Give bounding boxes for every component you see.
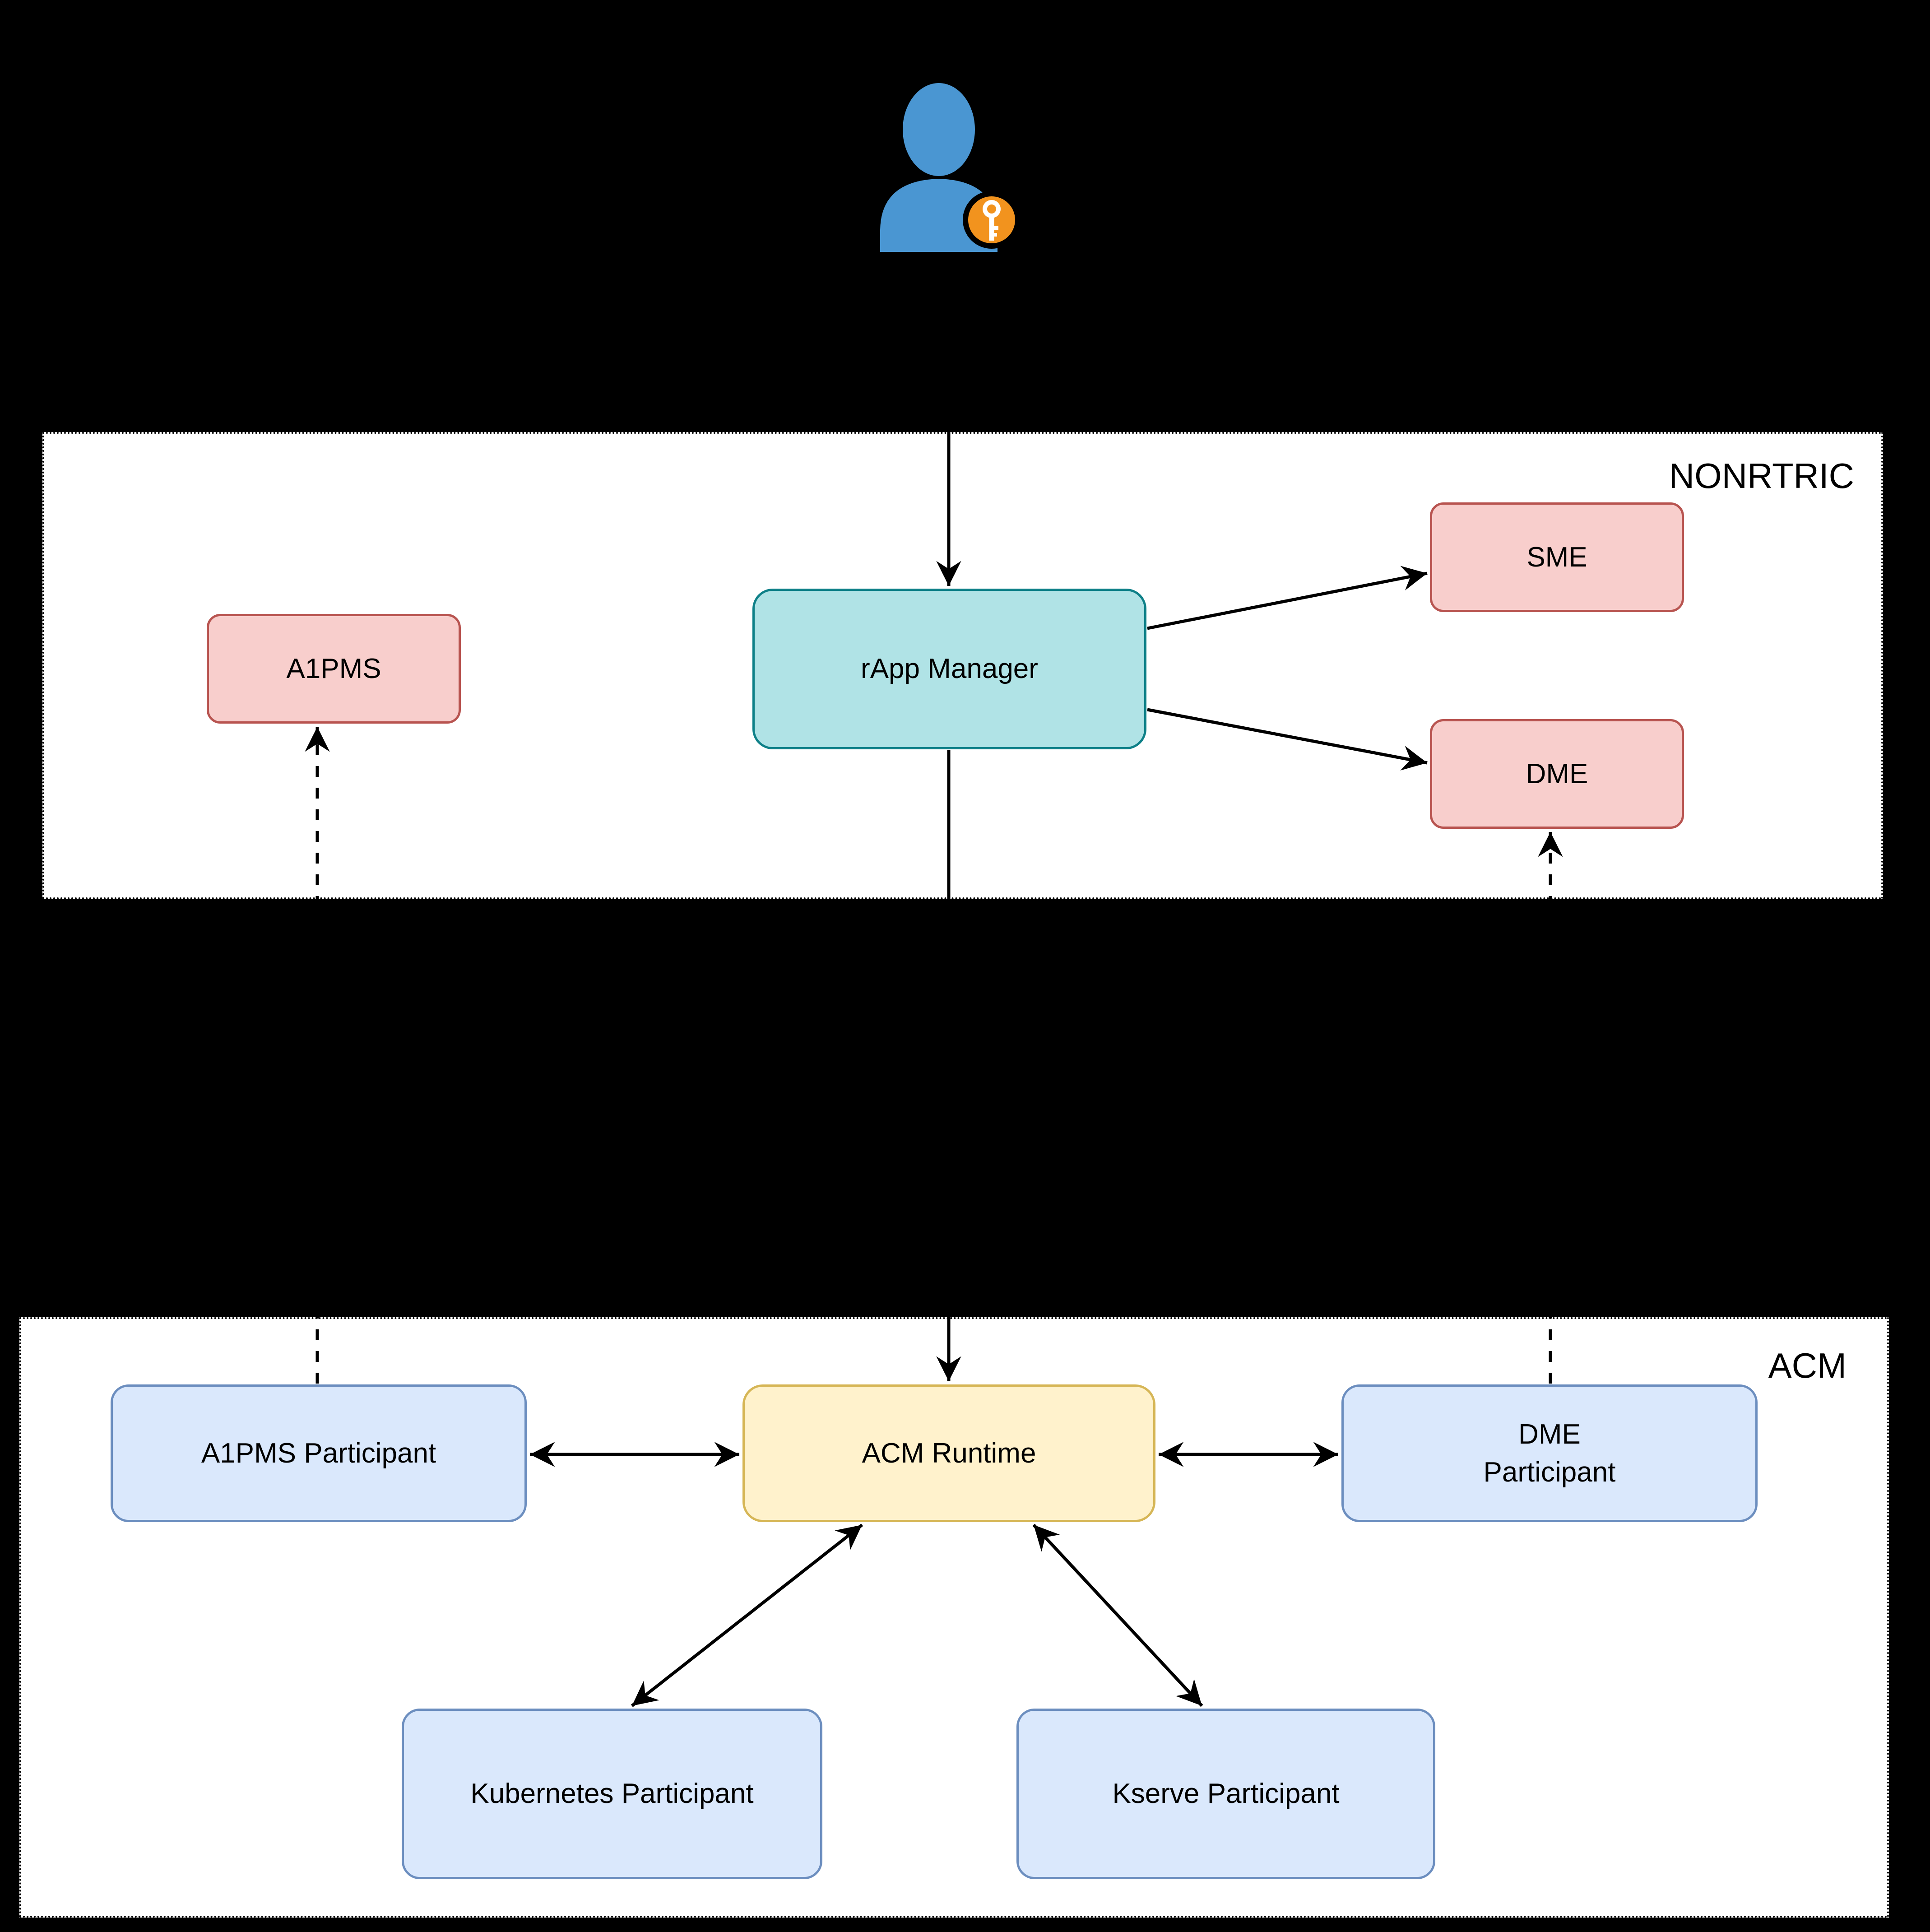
node-dme: DME: [1430, 719, 1684, 829]
node-kserve-participant: Kserve Participant: [1016, 1709, 1435, 1879]
node-a1pms: A1PMS: [207, 614, 461, 724]
key-icon: [963, 191, 1021, 249]
section-nonrtric-label: NONRTRIC: [1669, 456, 1854, 496]
node-kubernetes-participant: Kubernetes Participant: [402, 1709, 822, 1879]
node-dme-participant: DME Participant: [1341, 1384, 1758, 1522]
section-acm-label: ACM: [1768, 1346, 1846, 1385]
node-a1pms-participant: A1PMS Participant: [111, 1384, 527, 1522]
node-acm-runtime: ACM Runtime: [742, 1384, 1155, 1522]
user-icon: [880, 83, 1021, 252]
node-sme: SME: [1430, 502, 1684, 612]
node-rapp-manager: rApp Manager: [752, 589, 1146, 749]
